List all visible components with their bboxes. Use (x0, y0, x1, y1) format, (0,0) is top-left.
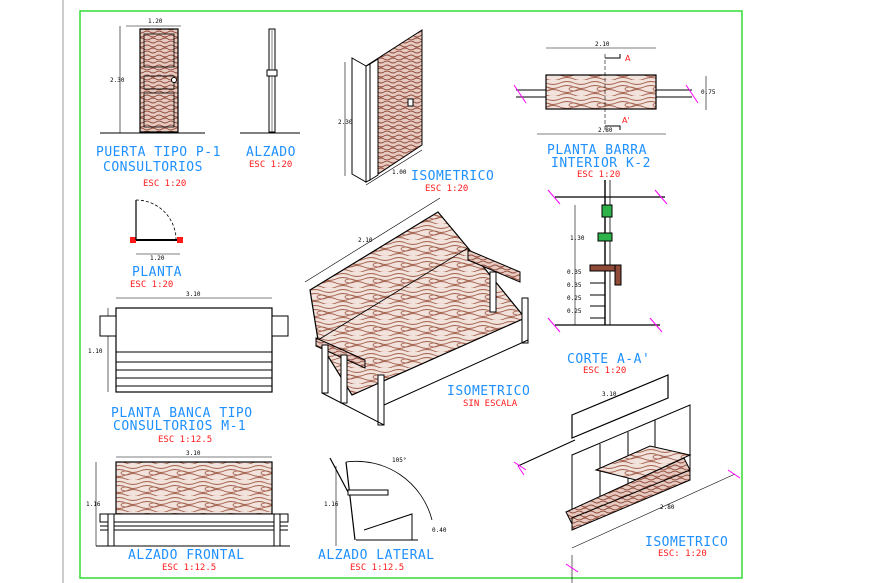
section-title: CORTE A-A' (567, 352, 651, 367)
side-elevation-height-dim: 1.16 (324, 501, 339, 508)
planta-scale: ESC 1:20 (130, 280, 174, 290)
bar-isometric (513, 374, 741, 583)
bench-front-elevation (95, 456, 290, 547)
section-step4-dim: 0.25 (567, 308, 582, 315)
alzado-scale: ESC 1:20 (249, 160, 293, 170)
door-scale: ESC 1:20 (143, 179, 187, 189)
iso-bar-title: ISOMETRICO (645, 535, 729, 550)
front-elevation-scale: ESC 1:12.5 (162, 563, 217, 573)
section-marker-a-prime: A' (622, 116, 630, 125)
bar-plan-side-dim: 0.75 (701, 89, 716, 96)
section-step2-dim: 0.35 (567, 282, 582, 289)
door-height-dim: 2.30 (110, 77, 125, 84)
iso-bench-top-dim: 2.10 (358, 237, 373, 244)
bench-plan-height-dim: 1.10 (88, 348, 103, 355)
bar-section (547, 180, 668, 333)
bench-plan-title-line1: PLANTA BANCA TIPO (111, 406, 253, 421)
side-elevation-title: ALZADO LATERAL (318, 548, 435, 563)
bench-plan (99, 297, 289, 393)
bench-isometric (304, 197, 529, 426)
iso-bar-bottom-dim: 2.80 (660, 504, 675, 511)
door-title-line2: CONSULTORIOS (103, 160, 203, 175)
iso-bar-top-dim: 3.10 (602, 391, 617, 398)
bench-plan-scale: ESC 1:12.5 (158, 435, 213, 445)
side-elevation-angle-dim: 105° (392, 457, 407, 464)
door-side-elevation (240, 28, 300, 134)
section-marker-a: A (625, 54, 631, 63)
bench-plan-title-line2: CONSULTORIOS M-1 (113, 419, 247, 434)
planta-title: PLANTA (132, 265, 182, 280)
iso-door-width-dim: 1.00 (392, 169, 407, 176)
bar-plan-title-line2: INTERIOR K-2 (551, 156, 651, 171)
front-elevation-height-dim: 1.16 (86, 501, 101, 508)
bar-plan-bottom-dim: 2.80 (598, 127, 613, 134)
bar-plan-top-dim: 2.10 (595, 41, 610, 48)
bench-plan-width-dim: 3.10 (186, 291, 201, 298)
iso-bench-scale: SIN ESCALA (463, 399, 518, 409)
drawing-border (79, 10, 743, 579)
bar-plan (513, 47, 707, 135)
door-plan (130, 199, 183, 255)
iso-bar-scale: ESC: 1:20 (658, 549, 707, 559)
iso-door-height-dim: 2.30 (338, 119, 353, 126)
section-vertical-dim: 1.30 (570, 235, 585, 242)
front-elevation-width-dim: 3.10 (186, 450, 201, 457)
iso-door-title: ISOMETRICO (411, 169, 495, 184)
door-width-dim: 1.20 (148, 18, 163, 25)
iso-bench-title: ISOMETRICO (447, 384, 531, 399)
planta-width-dim: 1.20 (150, 255, 165, 262)
door-title-line1: PUERTA TIPO P-1 (96, 145, 221, 160)
door-isometric (344, 29, 423, 186)
bar-plan-title-line1: PLANTA BARRA (547, 143, 647, 158)
alzado-title: ALZADO (246, 145, 296, 160)
front-elevation-title: ALZADO FRONTAL (128, 548, 245, 563)
iso-door-scale: ESC 1:20 (425, 184, 469, 194)
side-elevation-seat-dim: 0.40 (432, 527, 447, 534)
bar-plan-scale: ESC 1:20 (577, 170, 621, 180)
section-step1-dim: 0.35 (567, 269, 582, 276)
door-elevation (100, 25, 205, 134)
section-step3-dim: 0.25 (567, 295, 582, 302)
bench-side-elevation (329, 457, 433, 546)
side-elevation-scale: ESC 1:12.5 (350, 563, 405, 573)
section-scale: ESC 1:20 (583, 366, 627, 376)
